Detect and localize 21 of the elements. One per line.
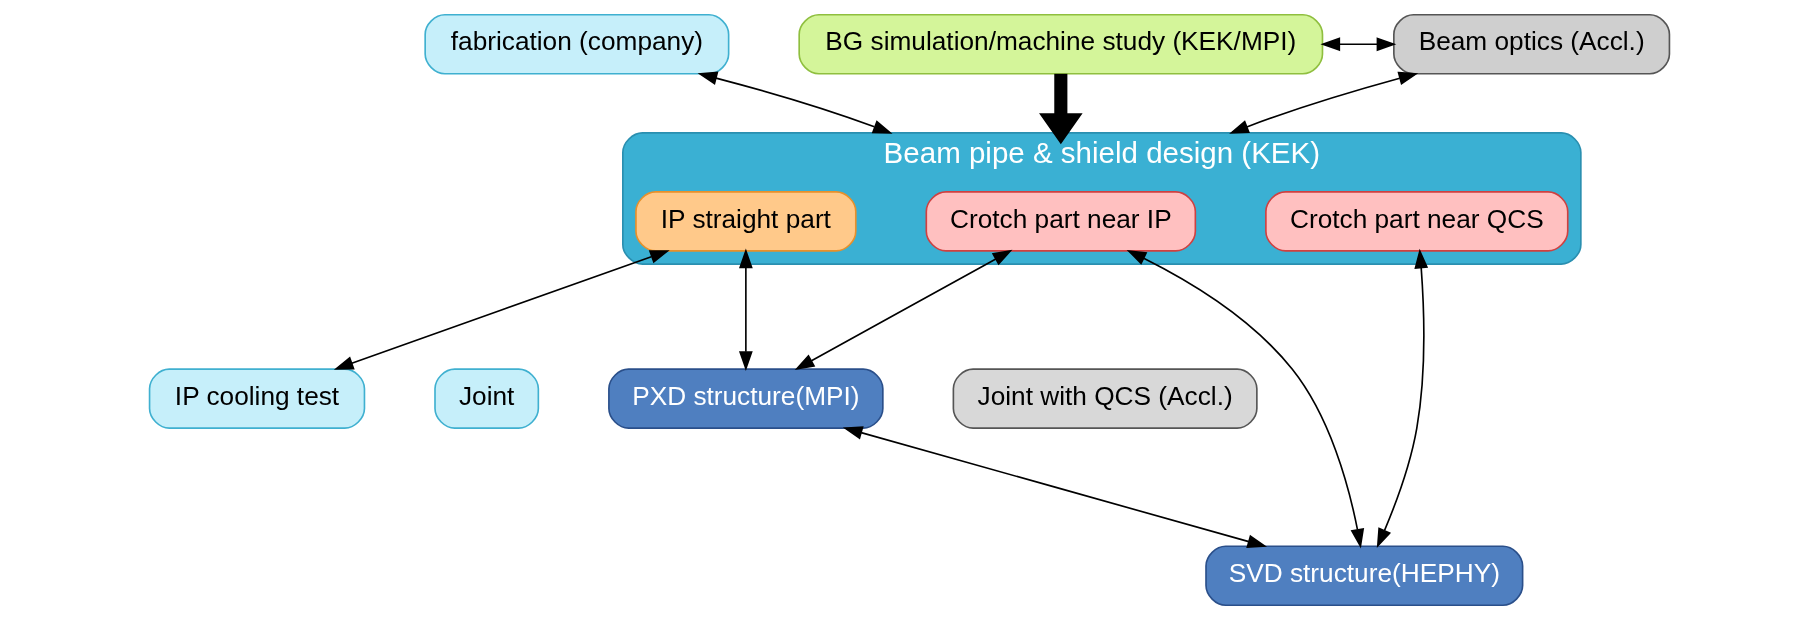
arrow	[794, 249, 1012, 370]
arrow	[1319, 37, 1396, 52]
node-box: Joint with QCS (Accl.)	[952, 368, 1258, 429]
node-box: Joint	[433, 368, 539, 429]
node-box: IP cooling test	[148, 368, 365, 429]
node-box: fabrication (company)	[423, 13, 729, 75]
arrow	[1126, 249, 1364, 549]
arrow	[842, 426, 1267, 549]
arrow	[333, 250, 670, 370]
arrow	[738, 248, 753, 371]
node-box: SVD structure(HEPHY)	[1204, 545, 1523, 607]
arrow	[697, 71, 893, 134]
arrow	[1038, 73, 1083, 145]
arrow	[1376, 248, 1428, 549]
node-box: Crotch part near QCS	[1264, 191, 1569, 252]
node-box: IP straight part	[634, 191, 857, 252]
arrow	[1228, 71, 1418, 134]
node-box: BG simulation/machine study (KEK/MPI)	[797, 13, 1323, 75]
node-box: PXD structure(MPI)	[607, 368, 884, 429]
node-box: Crotch part near IP	[925, 191, 1196, 252]
node-box: Beam optics (Accl.)	[1392, 13, 1670, 75]
